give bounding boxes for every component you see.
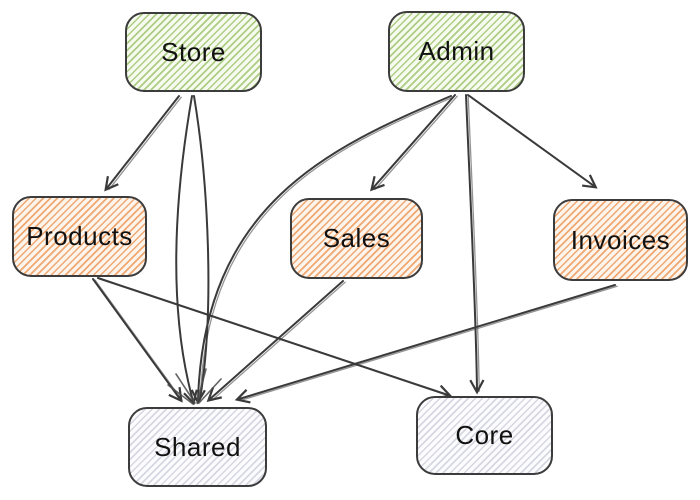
edge-store-shared (175, 95, 198, 406)
sketch-arrow-strokes (167, 368, 222, 405)
edge-admin-core (465, 94, 485, 395)
node-products[interactable]: Products (12, 196, 147, 277)
node-admin-label: Admin (418, 36, 495, 66)
edge-sales-shared (206, 280, 344, 402)
node-shared-label: Shared (154, 431, 241, 462)
node-invoices[interactable]: Invoices (553, 199, 688, 281)
node-sales[interactable]: Sales (290, 198, 423, 279)
edge-invoices-shared (234, 284, 616, 404)
node-sales-label: Sales (322, 223, 391, 253)
edge-admin-sales (370, 94, 456, 192)
edge-products-shared (92, 278, 183, 403)
node-core[interactable]: Core (416, 396, 553, 475)
node-store[interactable]: Store (125, 12, 262, 92)
edge-store-shared-sketch (193, 95, 210, 400)
node-invoices-label: Invoices (570, 224, 671, 255)
edge-admin-invoices (467, 94, 598, 189)
node-products-label: Products (26, 221, 133, 251)
node-admin[interactable]: Admin (388, 11, 525, 92)
node-store-label: Store (161, 36, 226, 67)
node-core-label: Core (455, 420, 514, 450)
edge-store-products (104, 95, 180, 192)
node-shared[interactable]: Shared (128, 407, 267, 487)
edge-products-core (97, 277, 453, 400)
